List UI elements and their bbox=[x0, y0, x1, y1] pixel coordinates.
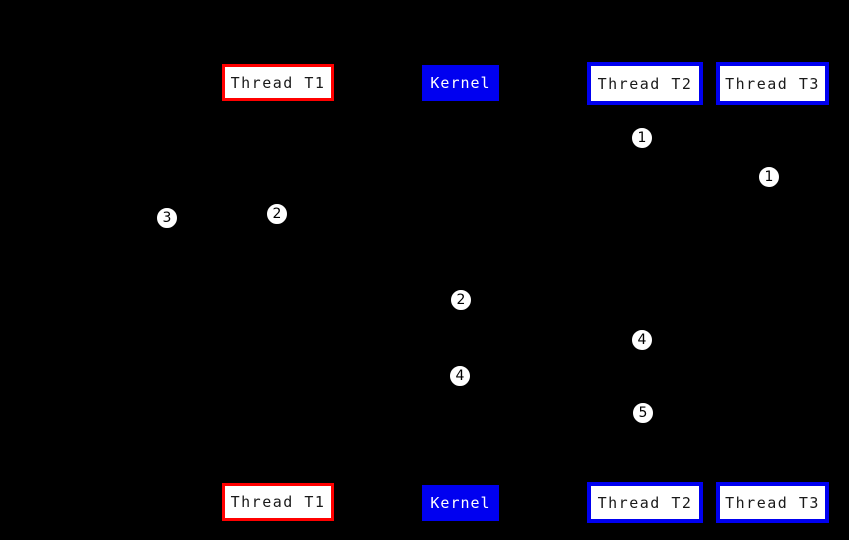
step-marker-4: 4 bbox=[449, 365, 471, 387]
step-marker-5: 5 bbox=[632, 402, 654, 424]
lifeline-header-kernel-bottom: Kernel bbox=[422, 485, 499, 521]
lifeline-header-thread-t2-top: Thread T2 bbox=[587, 62, 703, 105]
lifeline-header-thread-t2-bottom: Thread T2 bbox=[587, 482, 703, 523]
lifeline-header-kernel-top: Kernel bbox=[422, 65, 499, 101]
step-marker-3: 3 bbox=[156, 207, 178, 229]
lifeline-header-thread-t1-bottom: Thread T1 bbox=[222, 483, 334, 521]
step-marker-2: 2 bbox=[266, 203, 288, 225]
lifeline-header-thread-t3-top: Thread T3 bbox=[716, 62, 829, 105]
step-marker-4: 4 bbox=[631, 329, 653, 351]
step-marker-2: 2 bbox=[450, 289, 472, 311]
step-marker-1: 1 bbox=[758, 166, 780, 188]
lifeline-header-thread-t1-top: Thread T1 bbox=[222, 64, 334, 101]
step-marker-1: 1 bbox=[631, 127, 653, 149]
lifeline-header-thread-t3-bottom: Thread T3 bbox=[716, 482, 829, 523]
